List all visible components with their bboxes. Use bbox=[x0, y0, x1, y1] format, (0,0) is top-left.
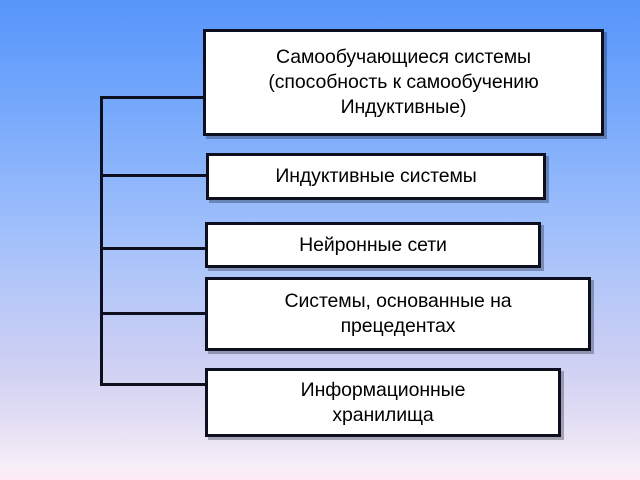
node-box-induktivnye-sistemy: Индуктивные системы bbox=[206, 153, 546, 200]
branch-line-node-4 bbox=[100, 312, 207, 315]
branch-line-node-1 bbox=[100, 96, 206, 99]
node-box-informatsionnye-khranilishcha: Информационные хранилища bbox=[205, 368, 561, 437]
branch-line-node-2 bbox=[100, 174, 208, 177]
branch-line-node-3 bbox=[100, 247, 207, 250]
branch-line-node-5 bbox=[100, 383, 207, 386]
trunk-line bbox=[100, 96, 103, 386]
node-box-sistemy-osnovannye-na-pretsedentakh: Системы, основанные на прецедентах bbox=[205, 277, 591, 351]
node-box-samoobuchayushchiesya-sistemy: Самообучающиеся системы (способность к с… bbox=[203, 29, 604, 136]
node-box-neyronnye-seti: Нейронные сети bbox=[205, 222, 541, 268]
